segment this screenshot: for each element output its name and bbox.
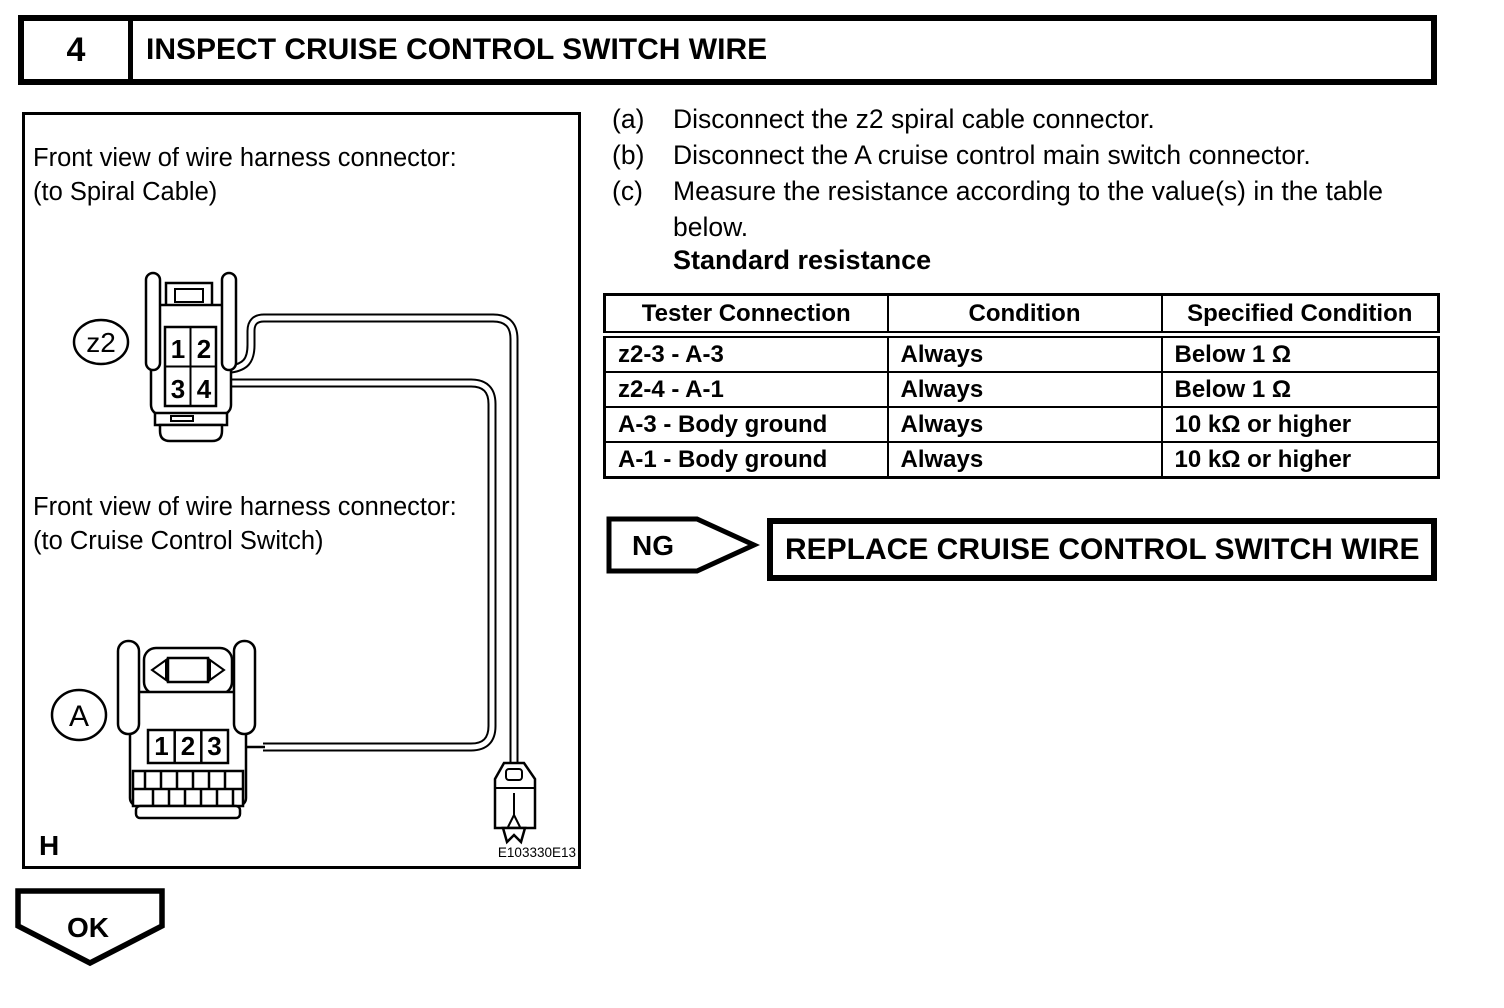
wire-to-terminal [230,313,519,765]
step-number: 4 [24,21,133,79]
standard-resistance-heading: Standard resistance [673,245,932,275]
table-row: z2-3 - A-3 Always Below 1 Ω [603,333,1440,373]
a-comb-teeth [133,771,243,806]
a-left-ear [116,639,141,736]
z2-bottom-piece [158,423,224,443]
ok-label: OK [67,912,109,943]
cell-tester-connection: z2-3 - A-3 [603,333,889,373]
instruction-row-c: (c) Measure the resistance according to … [612,173,1440,245]
z2-pin-1: 1 [171,334,185,364]
cell-specified-condition: Below 1 Ω [1160,371,1440,408]
z2-pin-2: 2 [197,334,211,364]
corner-mark: H [39,830,59,861]
table-header-row: Tester Connection Condition Specified Co… [603,293,1440,338]
cell-condition: Always [886,371,1163,408]
instruction-row-b: (b) Disconnect the A cruise control main… [612,137,1440,173]
a-pin-dividers [173,730,203,763]
wire-harness-figure: 1 2 3 4 z2 1 2 [22,112,581,869]
instruction-text: Disconnect the A cruise control main swi… [673,140,1311,170]
z2-pin-4: 4 [197,374,212,404]
z2-label: z2 [86,327,116,358]
ng-arrow-shape: NG [606,516,761,574]
z2-bottom-band [153,411,229,427]
cell-tester-connection: z2-4 - A-1 [603,371,889,408]
a-pin-block [146,728,230,765]
col-header-tester-connection: Tester Connection [603,293,889,338]
z2-left-ear [144,271,162,372]
a-label: A [69,700,89,733]
z2-top-tab-latch [174,288,204,303]
a-top-cap-latch [166,656,210,684]
instruction-label: (a) [612,104,645,134]
z2-connector: 1 2 3 4 [144,271,238,443]
a-left-clip [150,658,167,682]
col-header-specified-condition: Specified Condition [1160,293,1440,338]
table-row: A-1 - Body ground Always 10 kΩ or higher [603,441,1440,479]
col-header-condition: Condition [886,293,1163,338]
caption-bottom-line2: (to Cruise Control Switch) [33,527,324,555]
a-pin-3: 3 [207,731,221,761]
instruction-text: Measure the resistance according to the … [673,176,1384,242]
cell-specified-condition: Below 1 Ω [1160,333,1440,373]
cell-condition: Always [886,333,1163,373]
instruction-label: (c) [612,176,643,206]
cell-tester-connection: A-1 - Body ground [603,441,889,479]
page-title: INSPECT CRUISE CONTROL SWITCH WIRE [146,33,768,66]
step-header: 4 INSPECT CRUISE CONTROL SWITCH WIRE [18,15,1437,85]
a-label-oval [50,688,108,742]
ng-label: NG [632,530,674,561]
figure-code: E103330E13 [498,845,576,860]
a-pin-2: 2 [181,731,195,761]
caption-top-line2: (to Spiral Cable) [33,178,217,206]
wire-to-a-connector [231,378,497,752]
ok-arrow: OK [14,887,170,976]
caption-top-line1: Front view of wire harness connector: [33,144,457,172]
z2-label-oval [72,318,130,366]
instruction-label: (b) [612,140,645,170]
resistance-table: Tester Connection Condition Specified Co… [603,293,1440,479]
table-row: z2-4 - A-1 Always Below 1 Ω [603,371,1440,408]
terminal-connector [493,761,537,845]
instruction-row-a: (a) Disconnect the z2 spiral cable conne… [612,101,1440,137]
a-right-ear [232,639,257,736]
instruction-list: (a) Disconnect the z2 spiral cable conne… [612,101,1440,245]
ng-arrow: NG [606,514,761,583]
z2-bottom-band-tick [170,415,194,422]
z2-pin-3: 3 [171,374,185,404]
cell-specified-condition: 10 kΩ or higher [1160,441,1440,479]
cell-tester-connection: A-3 - Body ground [603,406,889,443]
cell-condition: Always [886,406,1163,443]
cell-condition: Always [886,441,1163,479]
a-bottom-lip [134,804,242,820]
table-row: A-3 - Body ground Always 10 kΩ or higher [603,406,1440,443]
a-pin-1: 1 [154,731,168,761]
ok-arrow-shape: OK [15,888,165,967]
cell-specified-condition: 10 kΩ or higher [1160,406,1440,443]
z2-right-ear [220,271,238,372]
wire-harness-svg: 1 2 3 4 z2 1 2 [33,144,576,861]
caption-bottom-line1: Front view of wire harness connector: [33,493,457,521]
z2-pin-dividers [165,327,216,406]
replace-action-box: REPLACE CRUISE CONTROL SWITCH WIRE [767,518,1437,581]
instruction-text: Disconnect the z2 spiral cable connector… [673,104,1155,134]
a-connector: 1 2 3 [116,639,257,820]
a-right-clip [209,658,226,682]
